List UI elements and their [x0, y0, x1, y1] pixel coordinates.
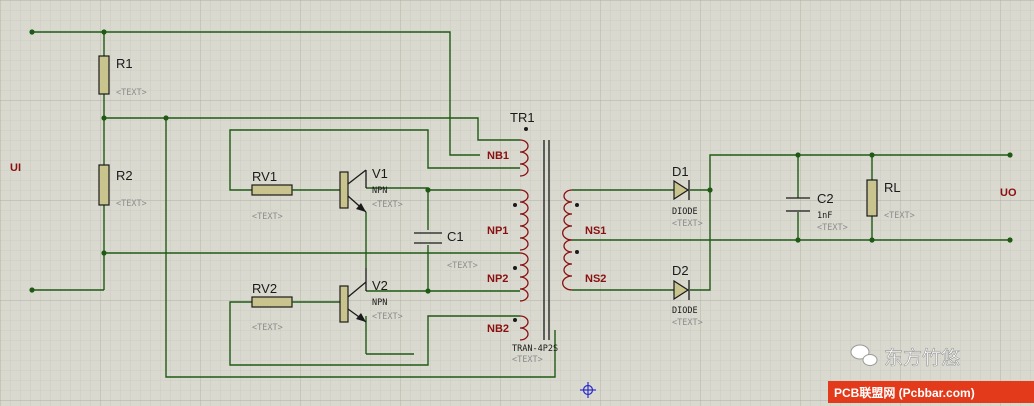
input-port-label: UI: [10, 162, 21, 174]
c1-ref: C1: [447, 229, 464, 244]
v1-value: <TEXT>: [372, 200, 403, 210]
c2-type: 1nF: [817, 211, 832, 221]
resistor-rv1[interactable]: RV1 <TEXT>: [251, 169, 340, 222]
tr1-value: <TEXT>: [512, 355, 543, 365]
winding-np1: NP1: [487, 225, 508, 237]
d2-type: DIODE: [672, 306, 698, 316]
r2-ref: R2: [116, 168, 133, 183]
output-port-label: UO: [1000, 187, 1017, 199]
tr1-ref: TR1: [510, 110, 535, 125]
d1-type: DIODE: [672, 207, 698, 217]
c2-value: <TEXT>: [817, 223, 848, 233]
rv1-ref: RV1: [252, 169, 277, 184]
v2-ref: V2: [372, 278, 388, 293]
watermark: 东方竹悠 PCB联盟网 (Pcbbar.com): [828, 344, 1034, 403]
origin-marker-icon: [580, 382, 596, 398]
r1-ref: R1: [116, 56, 133, 71]
d1-value: <TEXT>: [672, 219, 703, 229]
watermark-site-banner: [828, 381, 1034, 403]
c1-value: <TEXT>: [447, 261, 478, 271]
capacitor-c1[interactable]: C1 <TEXT>: [414, 229, 478, 271]
resistor-rv2[interactable]: RV2 <TEXT>: [251, 281, 340, 333]
junction-dots: [29, 29, 1013, 294]
resistor-rl[interactable]: RL <TEXT>: [866, 179, 915, 221]
diode-d2[interactable]: D2 DIODE <TEXT>: [672, 263, 703, 328]
v2-value: <TEXT>: [372, 312, 403, 322]
winding-nb2: NB2: [487, 323, 509, 335]
rl-value: <TEXT>: [884, 211, 915, 221]
transistor-v2[interactable]: V2 NPN <TEXT>: [339, 268, 403, 323]
rl-ref: RL: [884, 180, 901, 195]
capacitor-c2[interactable]: C2 1nF <TEXT>: [786, 191, 848, 233]
wechat-icon: [850, 344, 878, 366]
rv2-value: <TEXT>: [252, 323, 283, 333]
resistor-r1[interactable]: R1 <TEXT>: [98, 55, 147, 98]
tr1-type: TRAN-4P2S: [512, 344, 558, 354]
watermark-brand: 东方竹悠: [884, 347, 960, 369]
r1-value: <TEXT>: [116, 88, 147, 98]
winding-ns2: NS2: [585, 273, 606, 285]
d1-ref: D1: [672, 164, 689, 179]
v1-ref: V1: [372, 166, 388, 181]
rv2-ref: RV2: [252, 281, 277, 296]
c2-ref: C2: [817, 191, 834, 206]
watermark-site: PCB联盟网 (Pcbbar.com): [834, 386, 975, 400]
diode-d1[interactable]: D1 DIODE <TEXT>: [672, 164, 703, 229]
v2-type: NPN: [372, 298, 387, 308]
transistor-v1[interactable]: V1 NPN <TEXT>: [339, 166, 403, 213]
winding-ns1: NS1: [585, 225, 606, 237]
r2-value: <TEXT>: [116, 199, 147, 209]
v1-type: NPN: [372, 186, 387, 196]
transformer-tr1[interactable]: TR1 NB1 NP1 NP2 NB2 NS1 NS2 TRAN-4P2S <T…: [487, 110, 606, 365]
winding-nb1: NB1: [487, 150, 509, 162]
winding-np2: NP2: [487, 273, 508, 285]
rv1-value: <TEXT>: [252, 212, 283, 222]
resistor-r2[interactable]: R2 <TEXT>: [98, 164, 147, 209]
d2-value: <TEXT>: [672, 318, 703, 328]
d2-ref: D2: [672, 263, 689, 278]
